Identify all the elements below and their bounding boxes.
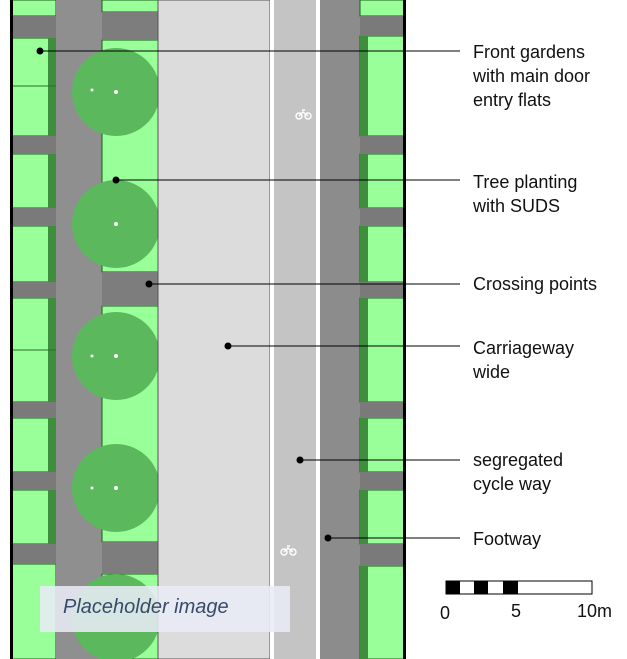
side-paths: [12, 16, 56, 564]
placeholder-text: Placeholder image: [63, 596, 229, 618]
cycle-way-edge-line: [316, 0, 320, 659]
scale-label-0: 0: [440, 603, 451, 623]
scale-segment: [503, 581, 518, 594]
scale-label-10m: 10m: [577, 601, 613, 621]
bicycle-icon: [295, 109, 312, 120]
carriageway-edge-line: [270, 0, 274, 659]
label-footway: Footway: [473, 529, 542, 549]
label-cycle-way: segregated cycle way: [473, 450, 564, 494]
label-carriageway: Carriageway wide: [473, 338, 575, 382]
tree-trunks: [90, 88, 118, 490]
scale-segment: [474, 581, 488, 594]
right-boundary: [403, 0, 406, 659]
scale-label-5: 5: [511, 601, 522, 621]
left-boundary: [10, 0, 13, 659]
scale-segment: [446, 581, 460, 594]
scale-bar: [445, 580, 593, 595]
right-side-paths: [360, 16, 404, 566]
left-garden-dividers: [12, 85, 56, 351]
label-front-gardens: Front gardens with main door entry flats: [473, 42, 591, 110]
leader-lines: [40, 50, 460, 539]
label-crossing-points: Crossing points: [473, 274, 598, 294]
cycle-way: [274, 0, 316, 659]
carriageway: [157, 0, 271, 659]
right-garden-shadows: [360, 36, 368, 659]
right-footway: [320, 0, 360, 659]
crossing-points: [102, 12, 158, 574]
placeholder-overlay: Placeholder image: [40, 586, 290, 632]
leader-dots: [36, 47, 332, 542]
bicycle-icon: [280, 545, 297, 556]
label-tree-planting: Tree planting with SUDS: [473, 172, 578, 216]
